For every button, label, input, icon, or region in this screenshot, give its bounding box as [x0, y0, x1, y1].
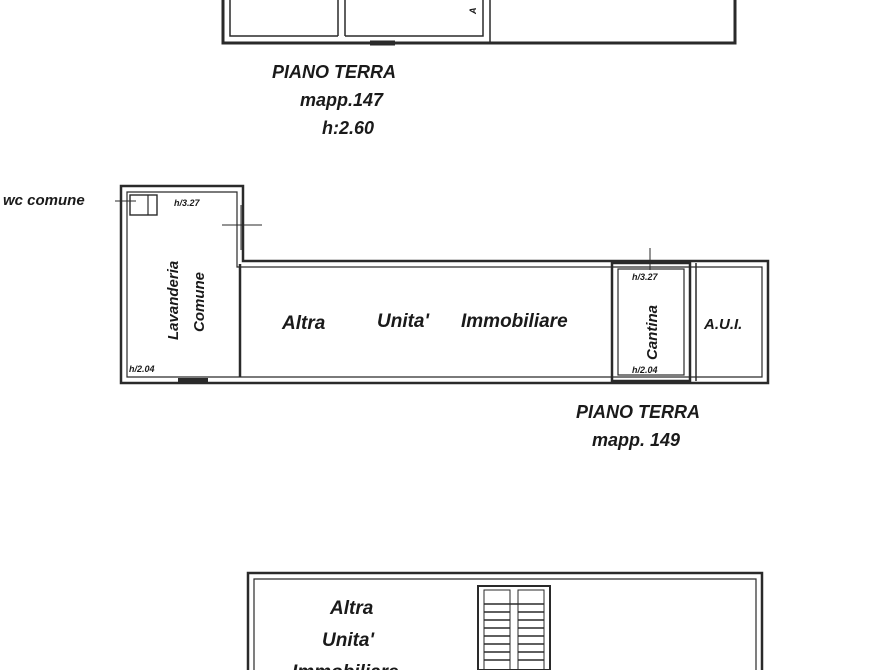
cellar-inner-wall — [617, 268, 685, 376]
top-plan-outer-wall — [221, 0, 737, 45]
top-plan-caption-floor: PIANO TERRA — [272, 62, 396, 82]
other-unit-word1: Altra — [281, 313, 326, 334]
staircase — [477, 585, 551, 670]
middle-plan-caption-floor: PIANO TERRA — [576, 402, 700, 422]
cellar-height-bottom: h/2.04 — [632, 365, 658, 375]
bottom-other-unit-line1: Altra — [329, 598, 374, 619]
top-plan-caption-height: h:2.60 — [322, 118, 374, 138]
cellar-outer-wall — [610, 261, 692, 383]
middle-floor-plan: wc comune h/3.27 h/2.04 Lavanderia Comun… — [3, 184, 770, 450]
middle-plan-inner-wall — [126, 191, 763, 378]
bottom-floor-plan: Altra Unita' Immobiliare — [246, 571, 764, 670]
bottom-other-unit-line3: Immobiliare — [292, 662, 399, 670]
cellar-height-top: h/3.27 — [632, 272, 659, 282]
middle-plan-outer-wall — [119, 184, 770, 385]
laundry-label-line2: Comune — [191, 272, 208, 332]
middle-plan-caption-parcel: mapp. 149 — [592, 430, 680, 450]
top-plan-inner-wall — [229, 0, 491, 43]
cellar-label: Cantina — [644, 305, 661, 360]
bottom-other-unit-line2: Unita' — [322, 630, 376, 651]
height-bottom-left: h/2.04 — [129, 364, 155, 374]
bottom-plan-outer-wall — [246, 571, 764, 670]
top-floor-plan: A PIANO TERRA mapp.147 h:2.60 — [221, 0, 737, 138]
top-plan-caption-parcel: mapp.147 — [300, 90, 384, 110]
top-plan-room-partial-label: A — [468, 8, 478, 16]
other-unit-word3: Immobiliare — [461, 311, 568, 332]
wc-box — [129, 194, 158, 216]
wc-common-label: wc comune — [3, 192, 85, 209]
laundry-label-line1: Lavanderia — [165, 261, 182, 340]
other-unit-word2: Unita' — [377, 311, 431, 332]
bottom-plan-inner-wall — [253, 578, 757, 670]
height-top-left: h/3.27 — [174, 198, 201, 208]
aui-label: A.U.I. — [703, 316, 742, 333]
